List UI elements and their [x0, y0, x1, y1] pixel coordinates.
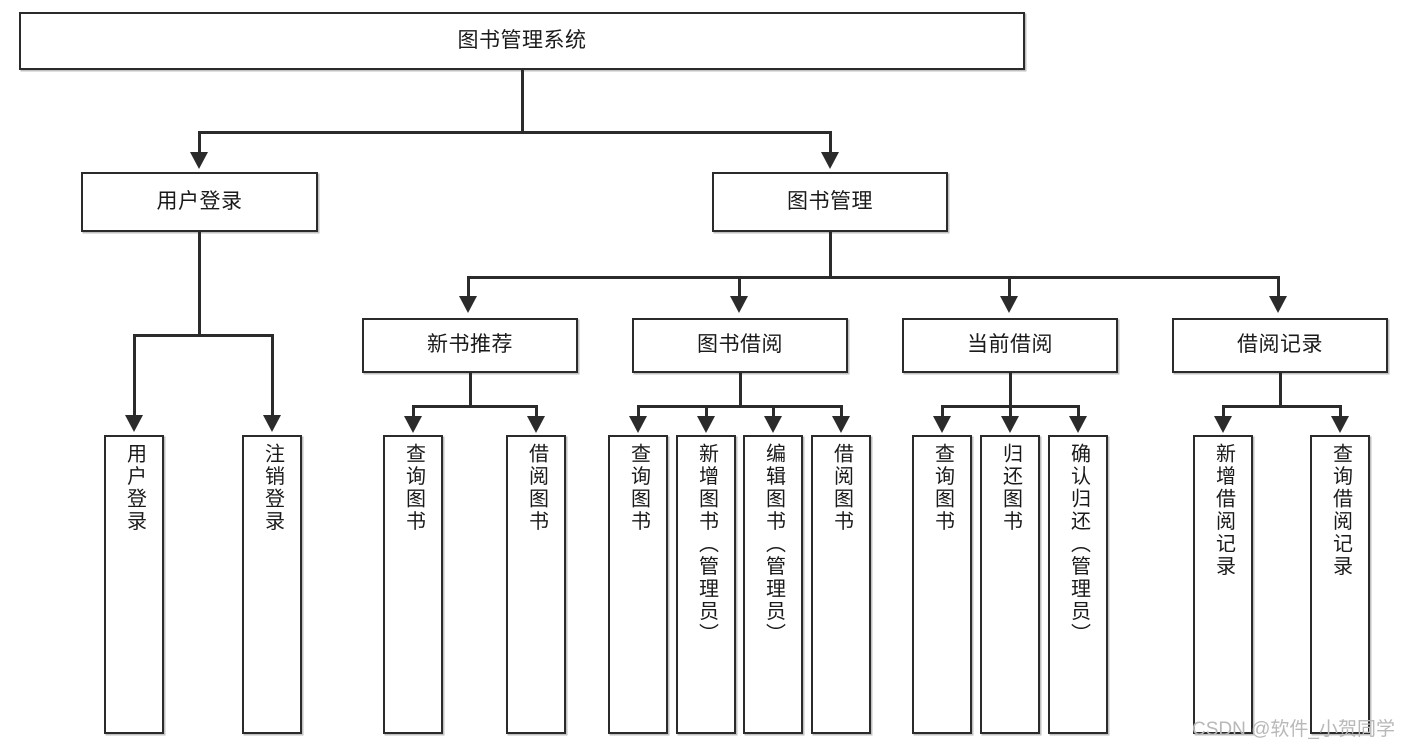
leaf-query-book-newbook-label: 查询图书 — [402, 443, 425, 533]
node-book-borrow-label: 图书借阅 — [697, 333, 783, 357]
connector-record-l2 — [1339, 405, 1342, 419]
connector-root-trunk — [521, 70, 524, 133]
node-borrow-record[interactable]: 借阅记录 — [1172, 318, 1388, 373]
connector-bookmgmt-c1 — [467, 276, 470, 299]
arrow-borrow-l4 — [832, 416, 850, 433]
arrow-borrow-l3 — [764, 416, 782, 433]
connector-record-l1 — [1222, 405, 1225, 419]
arrow-login-leaf2 — [263, 415, 281, 432]
arrow-newbook-l2 — [527, 416, 545, 433]
arrow-root-to-bookmgmt — [821, 152, 839, 169]
leaf-query-book-current-label: 查询图书 — [931, 443, 954, 533]
node-borrow-record-label: 借阅记录 — [1237, 333, 1323, 357]
connector-current-l3 — [1077, 405, 1080, 419]
arrow-borrow-l2 — [697, 416, 715, 433]
connector-newbook-bar — [412, 405, 538, 408]
arrow-root-to-login — [190, 152, 208, 169]
arrow-newbook-l1 — [404, 416, 422, 433]
connector-bookmgmt-c2 — [738, 276, 741, 299]
connector-root-to-login — [198, 131, 201, 155]
connector-borrow-l3 — [772, 405, 775, 419]
connector-bookmgmt-bar — [467, 276, 1280, 279]
connector-borrow-l2 — [705, 405, 708, 419]
connector-borrow-l4 — [840, 405, 843, 419]
connector-current-l2 — [1009, 405, 1012, 419]
connector-current-l1 — [941, 405, 944, 419]
leaf-query-borrow-record-label: 查询借阅记录 — [1329, 443, 1352, 578]
connector-current-trunk — [1009, 373, 1012, 407]
leaf-confirm-return-admin-label: 确认归还（管理员） — [1067, 443, 1090, 646]
leaf-confirm-return-admin[interactable]: 确认归还（管理员） — [1048, 435, 1108, 734]
node-root-label: 图书管理系统 — [457, 28, 587, 52]
leaf-edit-book-admin[interactable]: 编辑图书（管理员） — [743, 435, 803, 734]
leaf-borrow-book-borrow-label: 借阅图书 — [830, 443, 853, 533]
node-current-borrow-label: 当前借阅 — [967, 333, 1053, 357]
arrow-bookmgmt-c4 — [1269, 296, 1287, 313]
connector-borrow-bar — [637, 405, 842, 408]
node-current-borrow[interactable]: 当前借阅 — [902, 318, 1118, 373]
leaf-add-book-admin[interactable]: 新增图书（管理员） — [676, 435, 736, 734]
leaf-query-borrow-record[interactable]: 查询借阅记录 — [1310, 435, 1370, 734]
leaf-query-book-borrow[interactable]: 查询图书 — [608, 435, 668, 734]
node-book-borrow[interactable]: 图书借阅 — [632, 318, 848, 373]
leaf-borrow-book-newbook[interactable]: 借阅图书 — [506, 435, 566, 734]
arrow-bookmgmt-c1 — [459, 296, 477, 313]
connector-root-to-bookmgmt — [829, 131, 832, 155]
node-new-book-recommend[interactable]: 新书推荐 — [362, 318, 578, 373]
leaf-query-book-borrow-label: 查询图书 — [627, 443, 650, 533]
arrow-login-leaf1 — [125, 415, 143, 432]
leaf-add-book-admin-label: 新增图书（管理员） — [695, 443, 718, 646]
node-new-book-recommend-label: 新书推荐 — [427, 333, 513, 357]
leaf-borrow-book-newbook-label: 借阅图书 — [525, 443, 548, 533]
connector-newbook-l1 — [412, 405, 415, 419]
leaf-query-book-newbook[interactable]: 查询图书 — [383, 435, 443, 734]
leaf-user-login-label: 用户登录 — [123, 443, 146, 533]
leaf-borrow-book-borrow[interactable]: 借阅图书 — [811, 435, 871, 734]
leaf-edit-book-admin-label: 编辑图书（管理员） — [762, 443, 785, 646]
arrow-current-l1 — [933, 416, 951, 433]
arrow-current-l2 — [1001, 416, 1019, 433]
connector-newbook-trunk — [469, 373, 472, 407]
leaf-add-borrow-record[interactable]: 新增借阅记录 — [1193, 435, 1253, 734]
node-user-login-label: 用户登录 — [156, 189, 243, 213]
arrow-borrow-l1 — [629, 416, 647, 433]
connector-login-bar — [133, 334, 273, 337]
connector-newbook-l2 — [535, 405, 538, 419]
connector-login-trunk — [198, 232, 201, 336]
arrow-record-l2 — [1331, 416, 1349, 433]
connector-record-trunk — [1279, 373, 1282, 407]
connector-bookmgmt-c4 — [1277, 276, 1280, 299]
node-root[interactable]: 图书管理系统 — [19, 12, 1025, 70]
leaf-logout-login-label: 注销登录 — [261, 443, 284, 533]
node-book-management-label: 图书管理 — [787, 189, 873, 213]
connector-borrow-l1 — [637, 405, 640, 419]
csdn-watermark: CSDN @软件_小贺同学 — [1192, 719, 1395, 740]
arrow-bookmgmt-c3 — [1000, 296, 1018, 313]
connector-bookmgmt-c3 — [1008, 276, 1011, 299]
connector-login-leaf2 — [271, 334, 274, 418]
connector-borrow-trunk — [739, 373, 742, 407]
leaf-return-book[interactable]: 归还图书 — [980, 435, 1040, 734]
arrow-current-l3 — [1069, 416, 1087, 433]
leaf-user-login[interactable]: 用户登录 — [104, 435, 164, 734]
leaf-add-borrow-record-label: 新增借阅记录 — [1212, 443, 1235, 578]
connector-bookmgmt-trunk — [829, 232, 832, 278]
connector-record-bar — [1222, 405, 1342, 408]
connector-root-bar — [198, 131, 830, 134]
connector-login-leaf1 — [133, 334, 136, 418]
arrow-bookmgmt-c2 — [730, 296, 748, 313]
arrow-record-l1 — [1214, 416, 1232, 433]
node-book-management[interactable]: 图书管理 — [712, 172, 948, 232]
node-user-login[interactable]: 用户登录 — [81, 172, 318, 232]
leaf-logout-login[interactable]: 注销登录 — [242, 435, 302, 734]
leaf-query-book-current[interactable]: 查询图书 — [912, 435, 972, 734]
leaf-return-book-label: 归还图书 — [999, 443, 1022, 533]
